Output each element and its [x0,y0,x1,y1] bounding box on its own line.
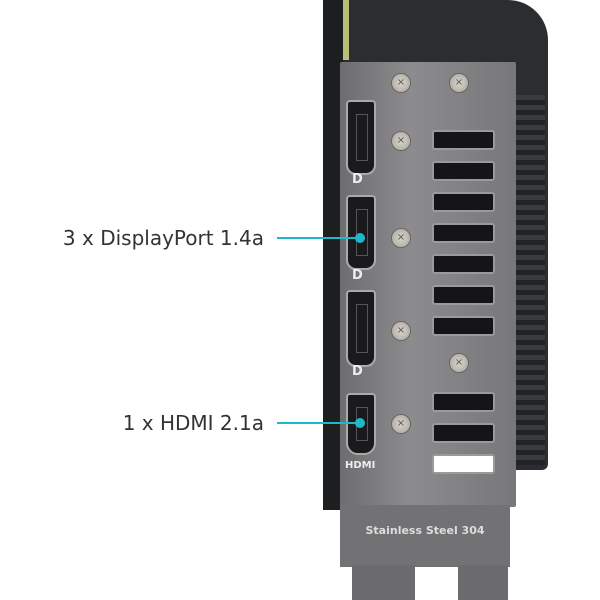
screw: × [391,131,411,151]
displayport-2 [346,195,376,270]
bracket-leg [458,565,508,600]
callout-line [277,422,360,424]
screw: × [391,414,411,434]
dp-logo: D [352,364,363,379]
dp-logo: D [352,268,363,283]
bracket-leg [352,565,415,600]
callout-hdmi: 1 x HDMI 2.1a [122,411,264,435]
vent [432,285,495,305]
hdmi-label: HDMI [345,460,376,471]
vent [432,192,495,212]
vent [432,161,495,181]
vent [432,423,495,443]
pcb-edge [323,0,343,510]
screw: × [449,73,469,93]
callout-line [277,237,360,239]
vent [432,316,495,336]
vent [432,254,495,274]
vent [432,392,495,412]
screw: × [391,228,411,248]
screw: × [449,353,469,373]
callout-displayport: 3 x DisplayPort 1.4a [62,226,264,250]
vent [432,223,495,243]
screw: × [391,73,411,93]
vent [432,130,495,150]
hdmi-port [346,393,376,455]
engraving: Stainless Steel 304 [365,524,485,537]
bracket-tab [340,505,510,567]
wire [343,0,349,60]
displayport-1 [346,100,376,175]
screw: × [391,321,411,341]
displayport-3 [346,290,376,367]
callout-dot [355,418,365,428]
dp-logo: D [352,172,363,187]
callout-dot [355,233,365,243]
vent [432,454,495,474]
